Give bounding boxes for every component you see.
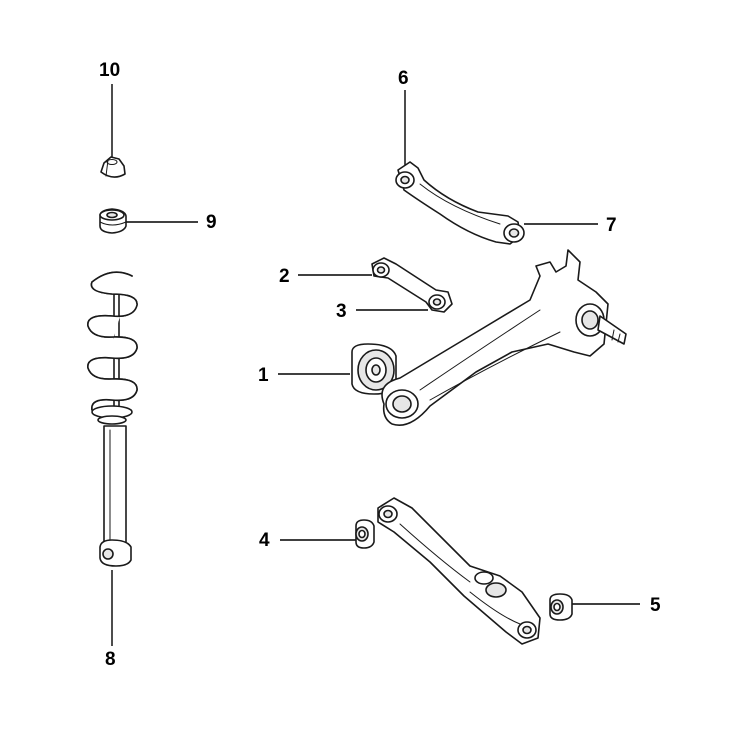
callout-8: 8 xyxy=(105,649,116,670)
leader-lines xyxy=(111,84,640,646)
callout-1: 1 xyxy=(258,365,269,386)
callout-4: 4 xyxy=(259,530,270,551)
callout-9: 9 xyxy=(206,212,217,233)
shock-absorber-with-coil-spring xyxy=(87,271,138,567)
top-mount-nut xyxy=(100,156,126,178)
top-mount-bushing xyxy=(99,208,127,234)
callout-2: 2 xyxy=(279,266,290,287)
trailing-arm-knuckle xyxy=(381,249,627,426)
callout-7: 7 xyxy=(606,215,617,236)
toe-link xyxy=(371,257,453,313)
lower-arm-front-bushing xyxy=(355,519,375,549)
callout-10: 10 xyxy=(99,60,121,81)
upper-control-arm xyxy=(395,161,525,245)
callout-6: 6 xyxy=(398,68,409,89)
lower-control-arm xyxy=(377,497,541,645)
callout-5: 5 xyxy=(650,595,661,616)
lower-arm-rear-bushing xyxy=(549,593,573,621)
trailing-arm-bushing xyxy=(351,343,397,395)
callout-3: 3 xyxy=(336,301,347,322)
